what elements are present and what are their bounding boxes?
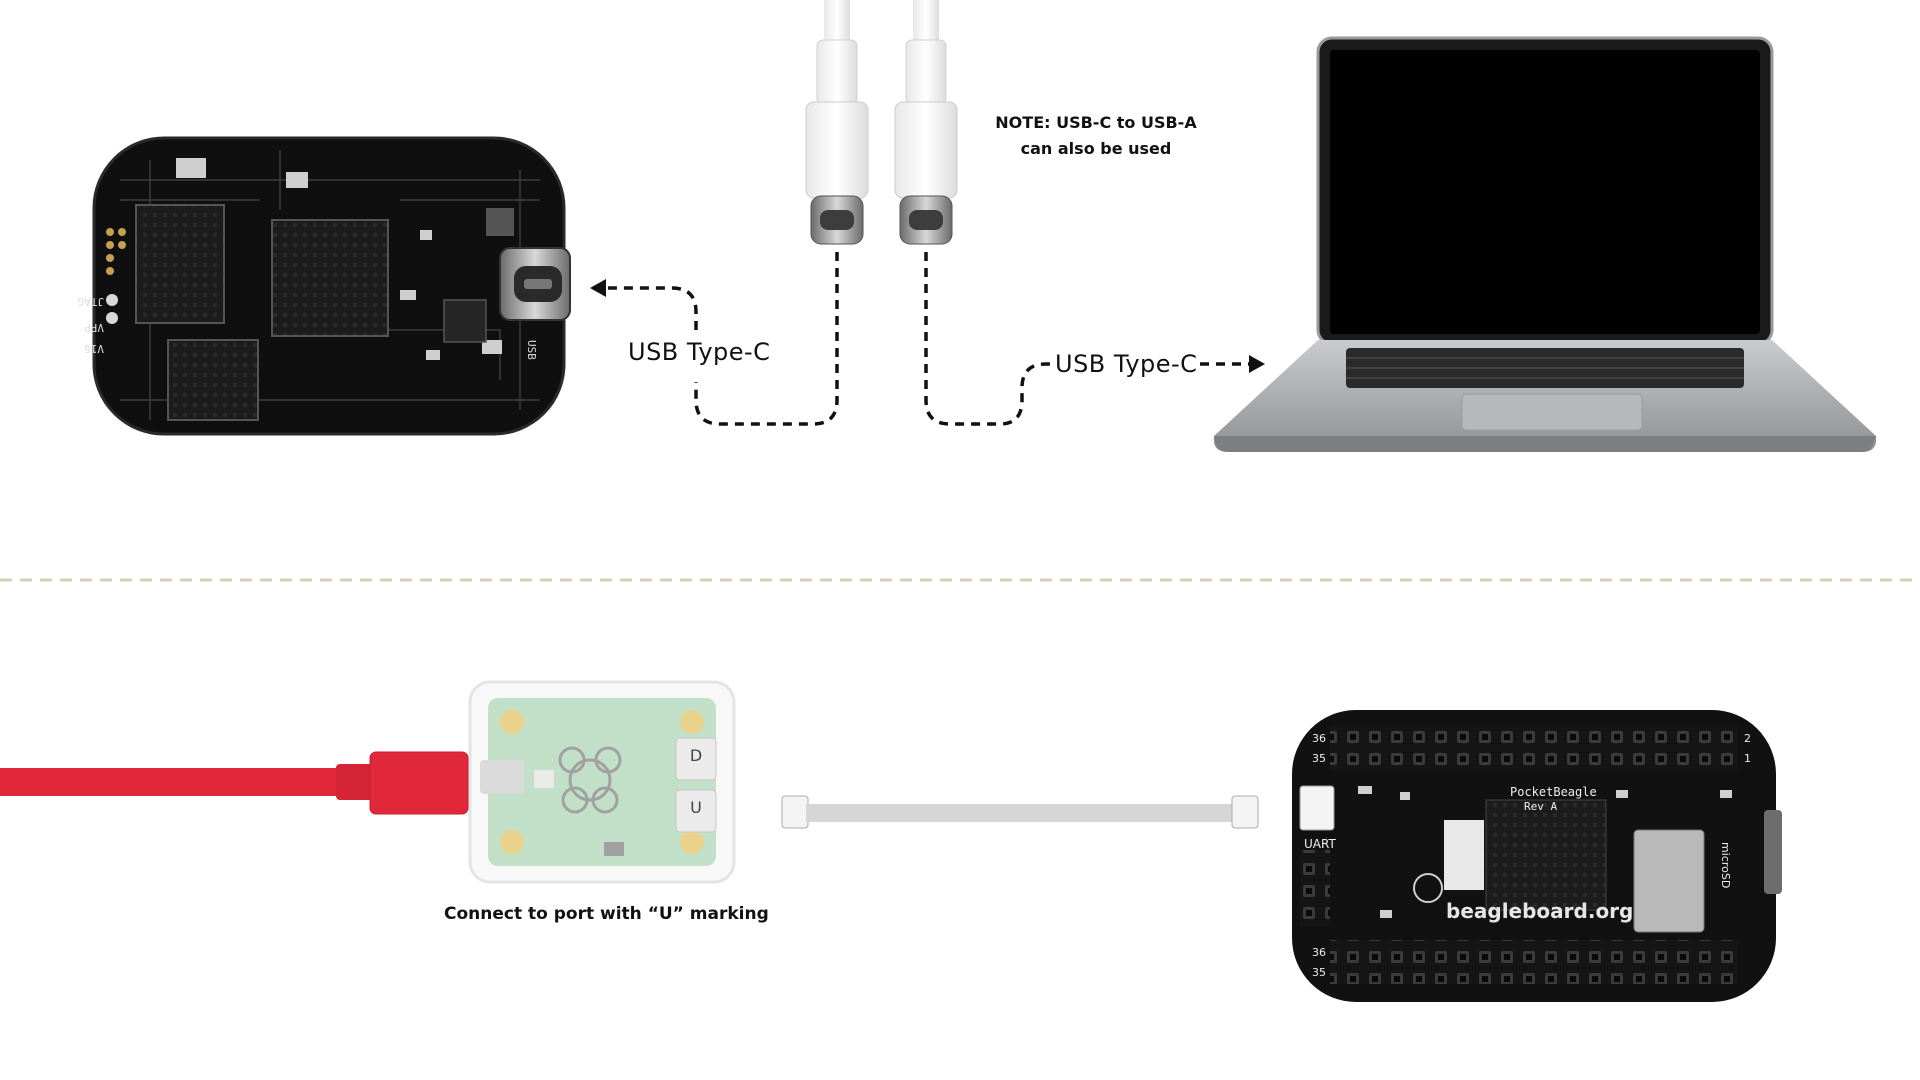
bottom-pin-header — [1330, 940, 1738, 984]
top-board — [92, 136, 571, 436]
note-line-1: NOTE: USB-C to USB-A — [995, 113, 1197, 132]
board-jtag-label: JTAG — [78, 295, 105, 308]
board-rev-label: Rev A — [1524, 800, 1557, 813]
usb-type-c-label-left: USB Type-C — [628, 338, 771, 366]
note-text: NOTE: USB-C to USB-A can also be used — [976, 110, 1216, 162]
usb-c-cable-right — [894, 0, 958, 245]
uart-connector — [1299, 785, 1335, 831]
adapter-caption: Connect to port with “U” marking — [444, 904, 769, 924]
adapter-port-d-label: D — [690, 746, 702, 765]
emmc-chip — [167, 339, 259, 421]
usb-c-cable-left — [805, 0, 869, 245]
pin-number-35-bottom: 35 — [1312, 966, 1326, 979]
arrow-to-board-icon — [590, 279, 606, 297]
board-usb-label: USB — [525, 340, 538, 360]
dashed-path-left-lower — [694, 252, 839, 426]
dashed-path-left-upper — [596, 286, 698, 330]
red-usb-cable — [0, 751, 469, 815]
pin-number-1: 1 — [1744, 752, 1751, 765]
memory-chip — [135, 204, 225, 324]
microsd-slot — [1633, 829, 1705, 933]
adapter-port-u-label: U — [690, 798, 702, 817]
usb-type-c-label-right: USB Type-C — [1055, 350, 1198, 378]
board-qr-label — [1444, 820, 1484, 890]
note-line-2: can also be used — [1020, 139, 1172, 158]
uart-label: UART — [1304, 837, 1336, 851]
board-name-label: PocketBeagle — [1510, 785, 1597, 799]
pin-number-2: 2 — [1744, 732, 1751, 745]
pin-number-35-top: 35 — [1312, 752, 1326, 765]
board-v16-label: V16 — [84, 342, 104, 355]
pin-number-36-bottom: 36 — [1312, 946, 1326, 959]
pocketbeagle-board — [1292, 710, 1782, 1002]
soc-chip — [271, 219, 389, 337]
dashed-path-right — [924, 252, 1052, 426]
board-vpp-label: VPP — [84, 321, 104, 334]
board-brand-label: beagleboard.org — [1446, 899, 1633, 923]
microsd-label: microSD — [1719, 842, 1732, 888]
arrow-to-laptop-icon — [1249, 355, 1265, 373]
top-pin-header — [1330, 726, 1738, 770]
debug-probe-adapter — [468, 680, 736, 884]
jst-cable — [781, 795, 1259, 829]
pin-number-36-top: 36 — [1312, 732, 1326, 745]
laptop — [1213, 36, 1877, 452]
